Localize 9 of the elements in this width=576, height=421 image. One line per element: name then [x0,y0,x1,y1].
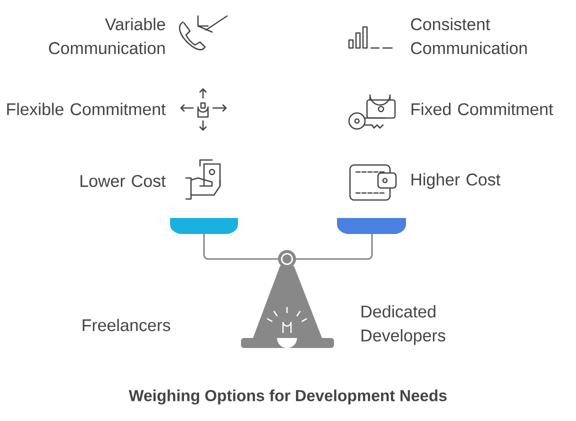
label-text: Dedicated Developers [362,305,446,345]
label-text: Freelancers [82,318,170,332]
label-text: Fixed Commitment [412,102,554,116]
label-text: Flexible Commitment [7,102,166,116]
title: Weighing Options for Development Needs [128,390,447,404]
label-text: Higher Cost [412,173,500,189]
label-text: Variable Communication [49,18,166,54]
label-text: Consistent Communication [411,18,527,54]
label-text: Lower Cost [80,175,166,187]
